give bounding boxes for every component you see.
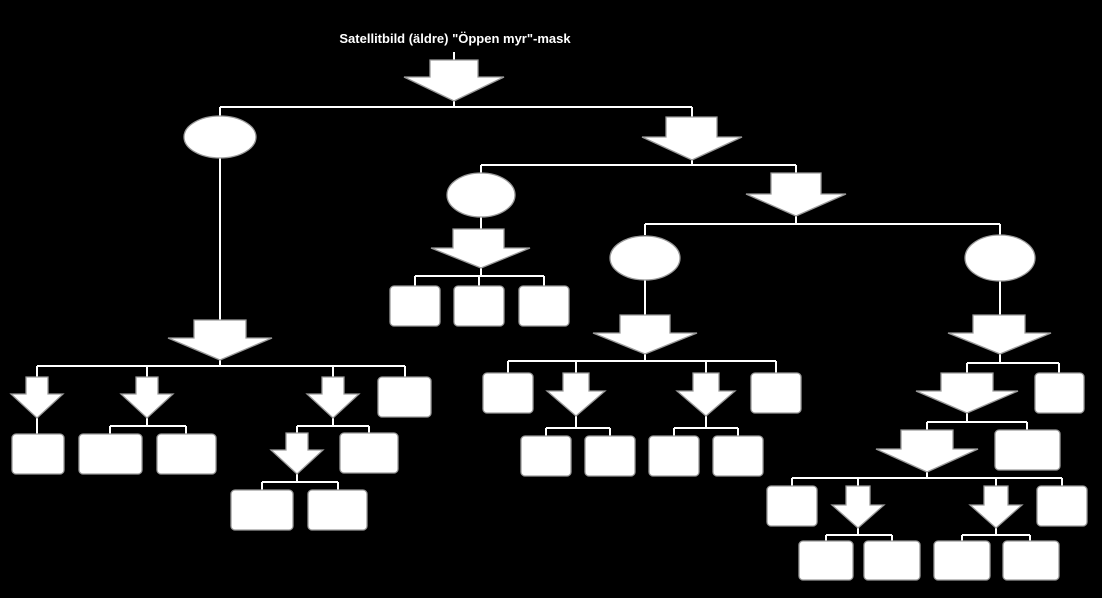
leaf-node	[1034, 372, 1085, 414]
leaf-node	[766, 485, 818, 527]
leaf-node	[230, 489, 294, 531]
connector-lines	[36, 52, 1063, 541]
decision-node	[183, 115, 257, 159]
arrow-node	[167, 319, 273, 361]
leaf-node	[11, 433, 65, 475]
leaf-node	[156, 433, 217, 475]
arrow-node	[403, 59, 505, 102]
arrow-node	[9, 376, 65, 419]
leaf-node	[648, 435, 700, 477]
leaf-node	[1036, 485, 1088, 527]
leaf-node	[584, 435, 636, 477]
arrow-node	[745, 172, 847, 217]
arrow-node	[675, 372, 737, 417]
leaf-node	[482, 372, 534, 414]
decision-node	[964, 234, 1036, 282]
arrow-node	[269, 432, 325, 475]
leaf-node	[377, 376, 432, 418]
leaf-node	[518, 285, 570, 327]
leaf-node	[307, 489, 368, 531]
decision-nodes	[183, 115, 1036, 282]
leaf-node	[863, 540, 921, 581]
leaf-node	[78, 433, 143, 475]
leaf-node	[933, 540, 991, 581]
arrow-nodes	[9, 59, 1052, 529]
arrow-node	[875, 429, 979, 473]
leaf-node	[520, 435, 572, 477]
leaf-nodes	[11, 285, 1088, 581]
arrow-node	[430, 228, 531, 269]
arrow-node	[968, 485, 1024, 529]
diagram-title: Satellitbild (äldre) "Öppen myr"-mask	[339, 31, 571, 46]
arrow-node	[119, 376, 175, 419]
leaf-node	[798, 540, 854, 581]
arrow-node	[947, 314, 1052, 355]
leaf-node	[339, 432, 399, 474]
decision-node	[446, 172, 516, 218]
arrow-node	[830, 485, 886, 529]
decision-node	[609, 235, 681, 281]
leaf-node	[389, 285, 441, 327]
arrow-node	[305, 376, 361, 419]
arrow-node	[915, 372, 1019, 414]
arrow-node	[592, 314, 698, 355]
leaf-node	[750, 372, 802, 414]
leaf-node	[712, 435, 764, 477]
arrow-node	[545, 372, 607, 417]
leaf-node	[453, 285, 505, 327]
leaf-node	[994, 429, 1061, 471]
leaf-node	[1002, 540, 1060, 581]
arrow-node	[641, 116, 743, 161]
